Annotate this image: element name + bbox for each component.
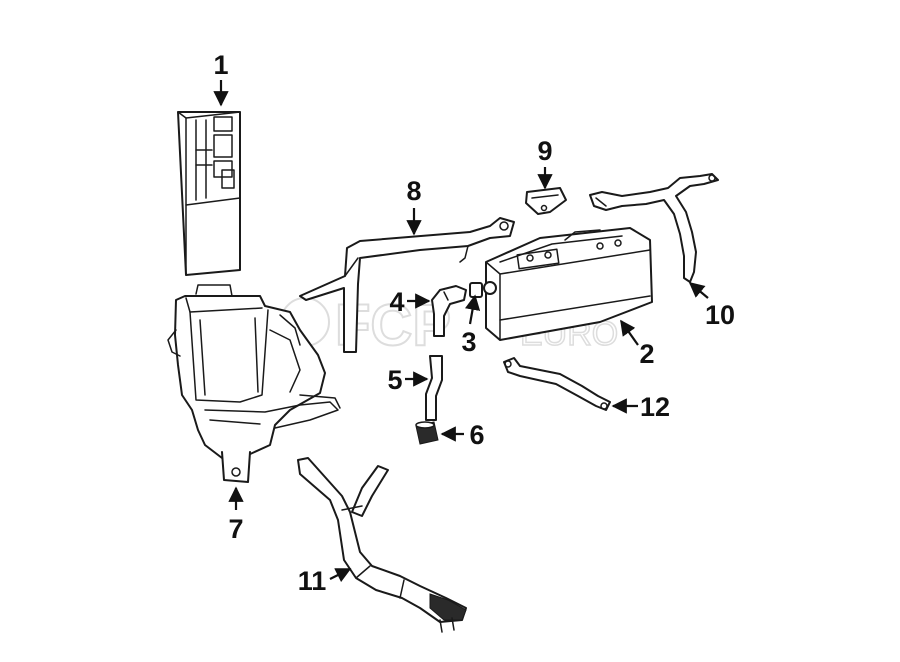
callout-9: 9: [537, 136, 552, 166]
leader-3: [464, 294, 481, 325]
leader-10: [688, 282, 709, 299]
callout-1: 1: [213, 50, 228, 80]
callout-7: 7: [228, 514, 243, 544]
part-12-ground-cable[interactable]: [503, 357, 611, 411]
part-9-terminal-cover[interactable]: [525, 187, 567, 215]
leader-11: [329, 568, 352, 583]
callout-12: 12: [640, 392, 670, 422]
callout-2: 2: [639, 339, 654, 369]
part-2-battery[interactable]: [485, 227, 653, 341]
part-3-vent-plug[interactable]: [469, 281, 497, 298]
leader-2: [620, 319, 639, 346]
callout-10: 10: [705, 300, 735, 330]
part-10-cable[interactable]: [589, 173, 719, 283]
part-5-vent-hose[interactable]: [425, 355, 443, 421]
part-4-vent-elbow[interactable]: [431, 285, 467, 337]
callout-11: 11: [298, 566, 327, 596]
leader-lines: [213, 80, 709, 583]
callout-6: 6: [469, 420, 484, 450]
callout-5: 5: [387, 365, 402, 395]
callout-4: 4: [389, 287, 404, 317]
part-11-harness[interactable]: [297, 457, 467, 633]
part-7-battery-tray[interactable]: [167, 284, 341, 483]
part-8-cable[interactable]: [299, 217, 515, 353]
part-1-battery-cover[interactable]: [177, 111, 241, 276]
part-6-grommet[interactable]: [415, 421, 439, 445]
callout-3: 3: [461, 327, 476, 357]
callout-8: 8: [406, 176, 421, 206]
callout-labels: 1 2 3 4 5 6 7 8 9 10 11 12: [213, 50, 735, 596]
